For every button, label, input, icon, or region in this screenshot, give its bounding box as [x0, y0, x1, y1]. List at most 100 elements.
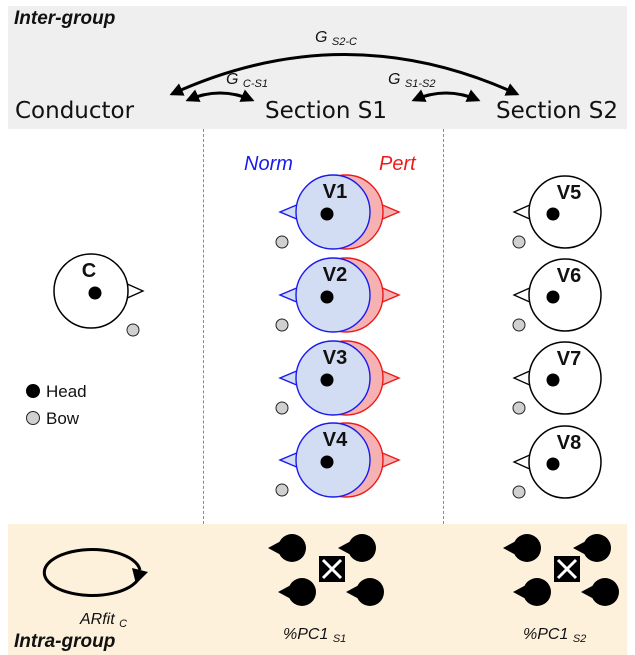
musician-v8: V8	[512, 425, 602, 499]
legend-bow-label: Bow	[46, 409, 80, 428]
musician-v5-label: V5	[557, 182, 581, 204]
arfit-loop	[42, 548, 142, 597]
musician-v5-pointer	[512, 203, 533, 221]
arfit-loop-arrowhead	[132, 568, 148, 584]
conductor-glyph: C	[53, 253, 145, 337]
musician-v2-pert-pointer	[379, 286, 401, 304]
pc1-s2-symbol-pointer-4	[581, 585, 594, 599]
pc1-s1-symbol-pointer-3	[278, 585, 291, 599]
musician-v5-bow-dot	[512, 235, 526, 249]
conductor-glyph-label: C	[82, 260, 96, 282]
musician-v7: V7	[512, 341, 602, 415]
musician-v8-head-dot	[546, 457, 560, 471]
musician-v3-bow-dot	[275, 401, 289, 415]
musician-v4-pert-pointer	[379, 451, 401, 469]
musician-v1-pert-pointer	[379, 203, 401, 221]
musician-v5-body	[528, 175, 602, 249]
musician-v6-body	[528, 258, 602, 332]
pert-label: Pert	[379, 153, 416, 175]
conductor-glyph-pointer	[124, 282, 145, 300]
pc1-s1-symbol-head-2	[348, 534, 376, 562]
pc1-s2-symbol-pointer-2	[573, 541, 586, 555]
section-s2-title: Section S2	[496, 98, 618, 124]
musician-v2-label: V2	[323, 264, 347, 286]
musician-v2-norm-pointer	[278, 286, 300, 304]
divider-s1-s2	[443, 129, 444, 524]
musician-v1-bow-dot	[275, 235, 289, 249]
musician-v8-pointer	[512, 453, 533, 471]
link-label-g-s1-s2: G S1-S2	[388, 71, 436, 90]
musician-v1-label: V1	[323, 181, 347, 203]
pc1-s2-symbol-cross-arrows	[556, 558, 578, 580]
musician-v5: V5	[512, 175, 602, 249]
musician-v8-bow-dot	[512, 485, 526, 499]
caption-pc1-s1: %PC1 S1	[283, 626, 347, 645]
pc1-s1-symbol-head-1	[278, 534, 306, 562]
pc1-s2-symbol-head-3	[523, 578, 551, 606]
arrow-g-s2-c	[169, 53, 520, 96]
pc1-s1-symbol-pointer-1	[268, 541, 281, 555]
caption-arfit: ARfit C	[80, 611, 128, 630]
inter-group-band	[8, 6, 627, 129]
musician-v3-label: V3	[323, 347, 347, 369]
musician-v3-pert-pointer	[379, 369, 401, 387]
arrow-g-s1-s2	[411, 89, 481, 102]
musician-v7-body	[528, 341, 602, 415]
musician-v6-head-dot	[546, 290, 560, 304]
musician-v4: V4	[275, 422, 401, 498]
musician-v7-head-dot	[546, 373, 560, 387]
pc1-s2-symbol-head-4	[591, 578, 619, 606]
pc1-s1-symbol	[268, 534, 384, 606]
musician-v6: V6	[512, 258, 602, 332]
musician-v4-bow-dot	[275, 483, 289, 497]
musician-v8-label: V8	[557, 432, 581, 454]
musician-v2-head-dot	[320, 290, 334, 304]
link-label-g-c-s1: G C-S1	[226, 71, 268, 90]
link-label-g-s2-c: G S2-C	[315, 29, 357, 48]
pc1-s1-symbol-head-3	[288, 578, 316, 606]
pc1-s2-symbol-pointer-1	[503, 541, 516, 555]
pc1-s1-symbol-cross-arrows	[321, 558, 343, 580]
musician-v5-head-dot	[546, 207, 560, 221]
caption-pc1-s2: %PC1 S2	[523, 626, 587, 645]
pc1-s1-symbol-pointer-4	[346, 585, 359, 599]
norm-label: Norm	[244, 153, 293, 175]
musician-v4-label: V4	[323, 429, 348, 451]
musician-v1: V1	[275, 174, 401, 250]
section-s1-title: Section S1	[265, 98, 387, 124]
musician-v3-norm-pointer	[278, 369, 300, 387]
musician-v3-head-dot	[320, 373, 334, 387]
pc1-s1-symbol-pointer-2	[338, 541, 351, 555]
pc1-s2-symbol-pointer-3	[513, 585, 526, 599]
musician-v3: V3	[275, 340, 401, 416]
section-conductor-title: Conductor	[15, 98, 135, 124]
musician-v1-head-dot	[320, 207, 334, 221]
musician-v7-pointer	[512, 369, 533, 387]
musician-v2: V2	[275, 257, 401, 333]
musician-v6-label: V6	[557, 265, 581, 287]
legend-head-marker	[26, 384, 40, 398]
musician-v4-norm-pointer	[278, 451, 300, 469]
inter-group-title: Inter-group	[14, 8, 116, 29]
conductor-glyph-head-dot	[88, 286, 102, 300]
legend-bow-marker	[26, 411, 40, 425]
musician-v1-norm-pointer	[278, 203, 300, 221]
musician-v7-label: V7	[557, 348, 581, 370]
musician-v4-head-dot	[320, 455, 334, 469]
pc1-s1-symbol-head-4	[356, 578, 384, 606]
divider-conductor-s1	[203, 129, 204, 524]
intra-group-title: Intra-group	[14, 631, 116, 652]
musician-v6-bow-dot	[512, 318, 526, 332]
pc1-s2-symbol	[503, 534, 619, 606]
musician-v8-body	[528, 425, 602, 499]
pc1-s2-symbol-head-1	[513, 534, 541, 562]
pc1-s2-symbol-head-2	[583, 534, 611, 562]
conductor-glyph-bow-dot	[126, 323, 140, 337]
arrow-g-c-s1	[185, 89, 255, 102]
musician-v2-bow-dot	[275, 318, 289, 332]
musician-v6-pointer	[512, 286, 533, 304]
legend-head-label: Head	[46, 382, 87, 401]
musician-v7-bow-dot	[512, 401, 526, 415]
